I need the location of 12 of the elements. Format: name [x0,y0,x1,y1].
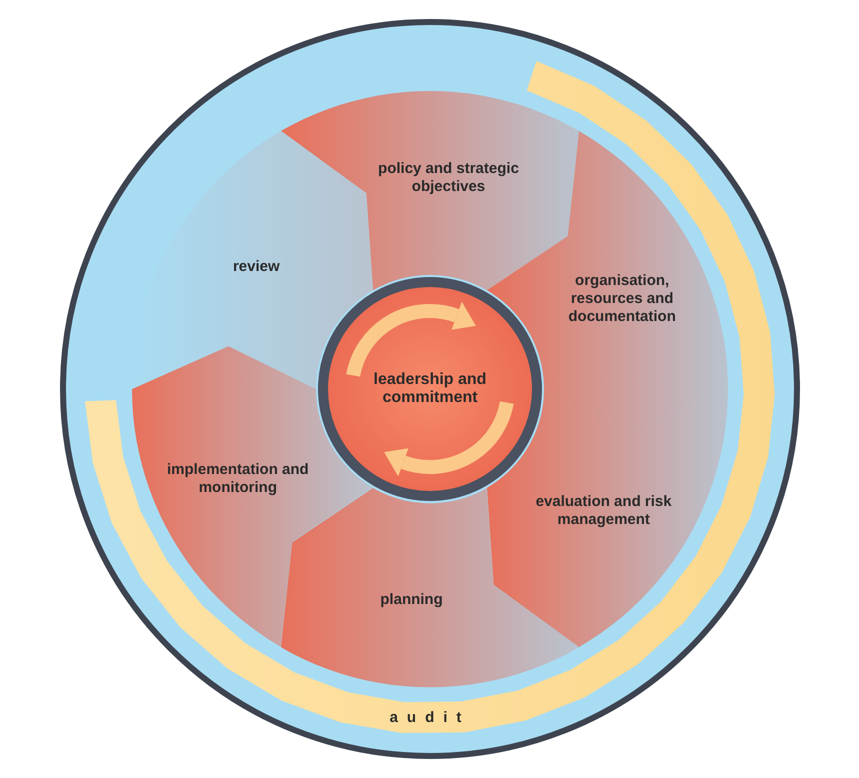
process-segment [487,389,728,648]
segment-label: planning [379,591,444,610]
segment-label: policy and strategic objectives [377,160,520,196]
segment-label: implementation and monitoring [166,460,310,497]
segment-label: review [232,258,281,276]
audit-band [85,60,775,733]
centre-label: leadership and commitment [372,371,488,407]
process-segment [132,130,373,389]
segment-label: organisation, resources and documentation [567,272,677,326]
process-segment [132,346,373,648]
segment-label: evaluation and risk management [534,492,673,529]
band-label: audit [388,708,472,727]
